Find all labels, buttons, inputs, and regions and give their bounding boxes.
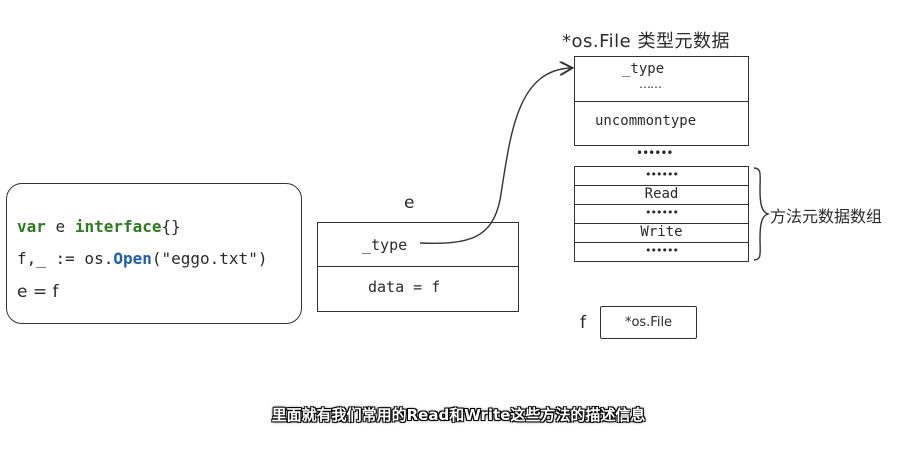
method-row: •••••• bbox=[575, 167, 748, 186]
type-metadata-box: _type …… uncommontype bbox=[574, 56, 749, 146]
gap-ellipsis: •••••• bbox=[636, 146, 673, 160]
meta-ellipsis: …… bbox=[639, 77, 662, 91]
code-line-3: e = f bbox=[17, 282, 59, 302]
e-type-field: _type bbox=[362, 236, 408, 254]
method-row-write: Write bbox=[575, 224, 748, 243]
code-text: f,_ := os. bbox=[17, 249, 114, 268]
code-line-2: f,_ := os.Open("eggo.txt") bbox=[17, 249, 267, 268]
code-line-1: var e interface{} bbox=[17, 217, 181, 236]
method-metadata-array: •••••• Read •••••• Write •••••• bbox=[574, 166, 749, 262]
method-row: •••••• bbox=[575, 205, 748, 224]
methods-brace bbox=[753, 167, 771, 261]
method-row-read: Read bbox=[575, 186, 748, 205]
meta-type-field: _type bbox=[622, 61, 665, 77]
code-text: ("eggo.txt") bbox=[151, 249, 268, 268]
type-metadata-title: *os.File 类型元数据 bbox=[562, 31, 730, 52]
e-variable-label: e bbox=[404, 193, 415, 213]
method-row: •••••• bbox=[645, 244, 679, 257]
video-subtitle: 里面就有我们常用的Read和Write这些方法的描述信息 bbox=[271, 406, 646, 424]
keyword-var: var bbox=[17, 217, 46, 236]
f-variable-label: f bbox=[580, 313, 586, 333]
code-text: {} bbox=[161, 217, 181, 236]
keyword-interface: interface bbox=[74, 217, 162, 236]
uncommontype-field: uncommontype bbox=[595, 113, 697, 129]
code-snippet-box: var e interface{} f,_ := os.Open("eggo.t… bbox=[6, 183, 302, 324]
divider bbox=[318, 266, 518, 267]
f-value-box: *os.File bbox=[600, 306, 697, 339]
methods-array-label: 方法元数据数组 bbox=[770, 207, 883, 226]
function-open: Open bbox=[113, 249, 152, 268]
type-pointer-arrow bbox=[419, 68, 571, 245]
divider bbox=[575, 101, 748, 102]
e-interface-box: _type data = f bbox=[317, 222, 519, 312]
e-data-field: data = f bbox=[368, 278, 441, 296]
code-text: e bbox=[45, 217, 75, 236]
